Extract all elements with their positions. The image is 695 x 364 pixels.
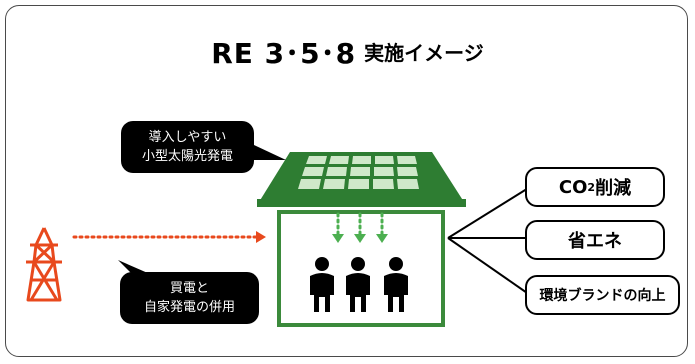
bubble-grid-line2: 自家発電の併用 [143, 300, 235, 315]
energy-saving-label: 省エネ [568, 231, 622, 252]
bubble-grid: 買電と 自家発電の併用 [120, 272, 259, 324]
energy-arrows [332, 212, 388, 243]
brand-label: 環境ブランドの向上 [539, 288, 666, 304]
bubble-grid-tail [118, 260, 150, 274]
house-roof-eave [257, 199, 466, 207]
solar-panel-icon [298, 156, 419, 189]
person-icon [310, 257, 334, 312]
transmission-tower-icon [26, 227, 62, 302]
bubble-solar: 導入しやすい 小型太陽光発電 [121, 121, 254, 173]
co2-prefix: CO [558, 176, 588, 198]
page-title: RE 3･5･8 実施イメージ [0, 32, 695, 72]
co2-subscript: 2 [587, 180, 596, 194]
house-roof [259, 152, 464, 202]
bubble-solar-line1: 導入しやすい [148, 130, 227, 145]
co2-suffix: 削減 [595, 178, 632, 199]
person-icon [384, 257, 408, 312]
result-connectors [447, 186, 531, 296]
result-energy-saving: 省エネ [525, 220, 665, 260]
power-line-arrowhead [256, 231, 266, 243]
title-sub: 実施イメージ [364, 41, 484, 65]
bubble-grid-line1: 買電と [169, 281, 209, 296]
person-icon [346, 257, 370, 312]
bubble-solar-line2: 小型太陽光発電 [141, 149, 233, 164]
title-main: RE 3･5･8 [211, 37, 357, 70]
bubble-solar-tail [254, 145, 286, 160]
result-brand-improvement: 環境ブランドの向上 [525, 275, 680, 315]
